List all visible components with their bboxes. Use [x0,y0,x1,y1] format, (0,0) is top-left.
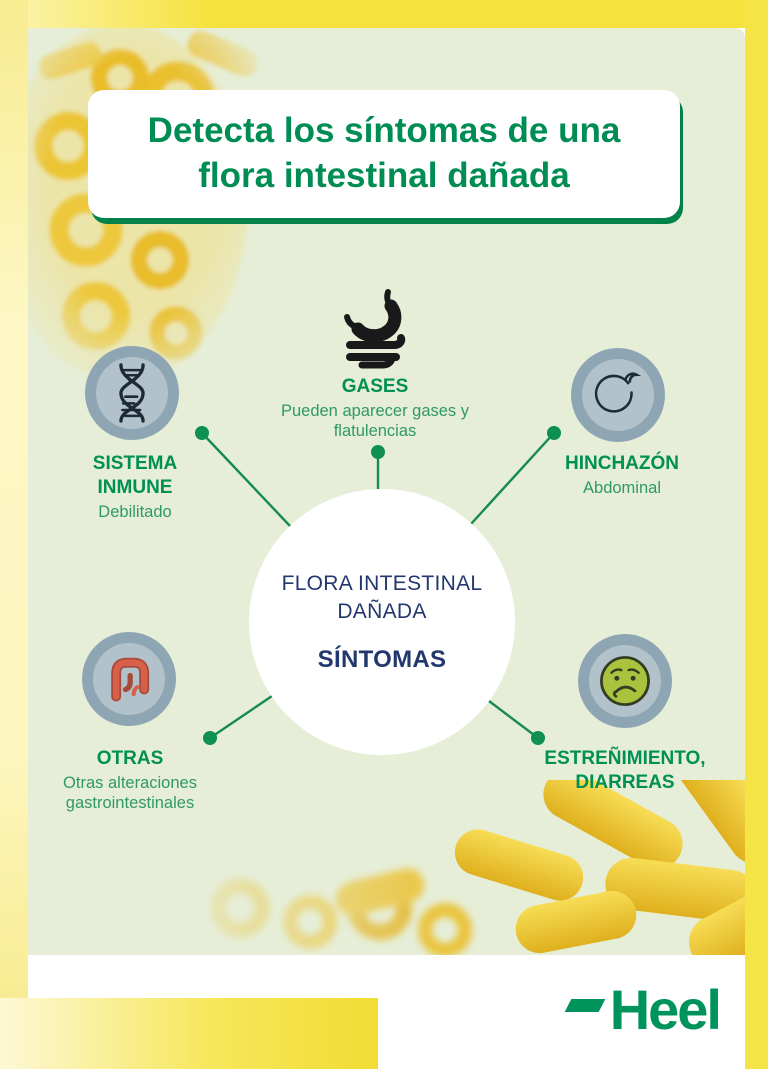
stomach-intestine-icon [330,288,420,377]
symptom-otras-title: OTRAS [96,748,164,769]
symptom-otras-subtitle: Otras alteraciones gastrointestinales [63,773,197,813]
background-bottom-band [0,998,378,1069]
page-title: Detecta los síntomas de una flora intest… [147,111,621,195]
symptom-hinchazon-title: HINCHAZÓN [565,453,679,474]
background-top-band [0,0,768,28]
background-left-band [0,0,28,1069]
center-circle: FLORA INTESTINAL DAÑADA SÍNTOMAS [249,489,515,755]
symptom-otras: OTRAS Otras alteraciones gastrointestina… [35,747,225,814]
sad-face-icon [578,634,672,728]
heel-logo: Heel [564,978,722,1041]
symptom-gases-subtitle: Pueden aparecer gases y flatulencias [280,401,470,441]
symptom-sistema-inmune-title: SISTEMA INMUNE [92,453,178,498]
infographic-card: Detecta los síntomas de una flora intest… [28,28,745,955]
colon-icon [82,632,176,726]
center-subheading: SÍNTOMAS [317,646,447,674]
symptom-hinchazon-subtitle: Abdominal [583,478,661,497]
symptom-hinchazon: HINCHAZÓN Abdominal [532,452,712,498]
symptom-estrenimiento-diarreas-title: ESTREÑIMIENTO, DIARREAS [544,748,706,793]
symptom-gases-title: GASES [341,376,409,397]
symptom-estrenimiento-diarreas: ESTREÑIMIENTO, DIARREAS [515,747,735,795]
symptom-gases: GASES Pueden aparecer gases y flatulenci… [265,375,485,442]
title-card: Detecta los síntomas de una flora intest… [88,90,680,218]
bacteria-decoration-bottom-right [185,780,745,955]
dna-icon-inner [96,357,168,429]
colon-icon-inner [93,643,165,715]
logo-dash [564,999,606,1012]
bloated-belly-icon [571,348,665,442]
background-right-band [745,0,768,1069]
symptom-sistema-inmune: SISTEMA INMUNE Debilitado [55,452,215,522]
symptom-sistema-inmune-subtitle: Debilitado [98,502,172,521]
dna-icon [85,346,179,440]
bloated-belly-icon-inner [582,359,654,431]
sad-face-icon-inner [589,645,661,717]
logo-text: Heel [609,978,722,1041]
center-heading: FLORA INTESTINAL DAÑADA [281,571,483,623]
